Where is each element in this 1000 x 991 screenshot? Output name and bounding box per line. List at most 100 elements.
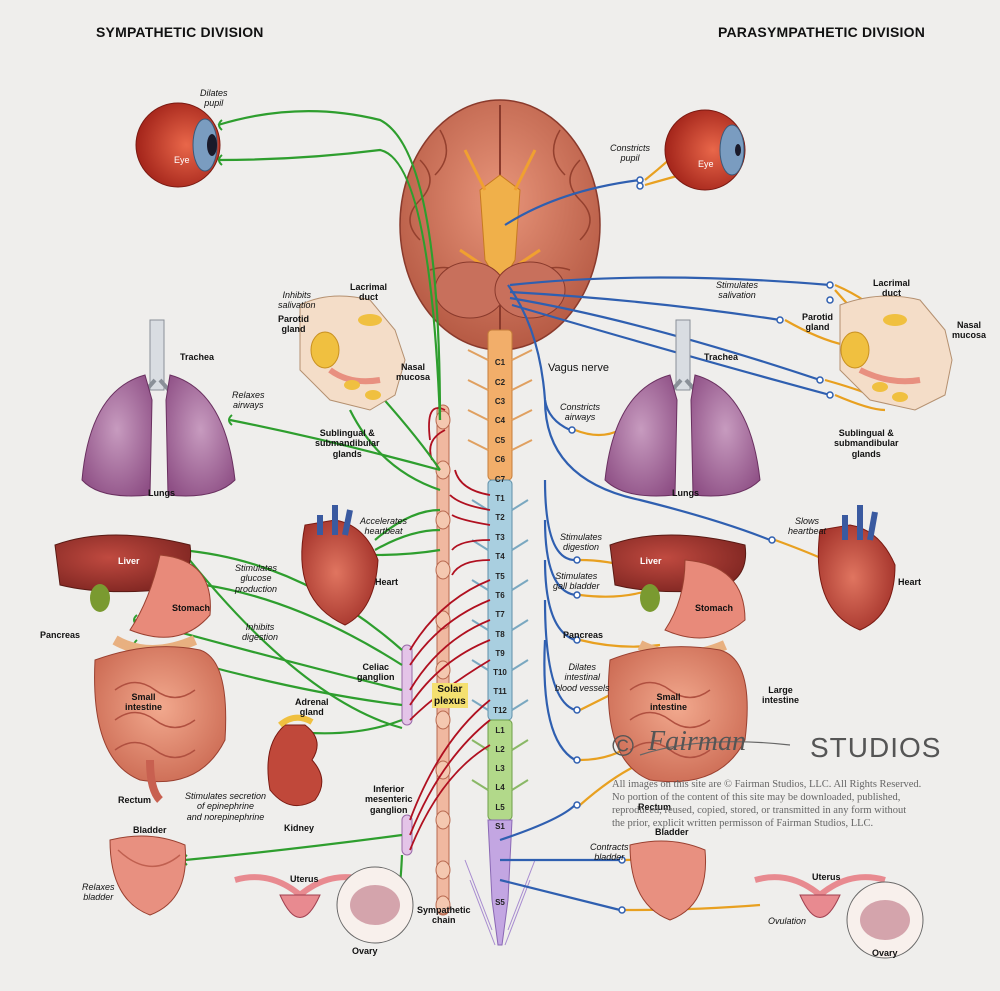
left-eye-illustration	[135, 102, 221, 188]
spine-segment-t4: T4	[495, 552, 505, 561]
sympathetic-nerves	[134, 110, 442, 906]
spine-segment-c6: C6	[494, 455, 506, 464]
label-left-bladder: Bladder	[133, 825, 167, 835]
right-lungs-illustration	[604, 319, 761, 497]
label-right-nasal: Nasal mucosa	[952, 320, 987, 341]
spine-segment-t10: T10	[493, 668, 507, 677]
right-uterus-illustration	[754, 874, 924, 959]
label-right-heart: Heart	[898, 577, 922, 587]
label-right-stomach: Stomach	[695, 603, 734, 613]
right-eye-illustration	[664, 109, 746, 191]
copyright-notice: All images on this site are © Fairman St…	[612, 779, 922, 830]
spine-segment-l2: L2	[495, 745, 505, 754]
spine-segment-c2: C2	[494, 378, 506, 387]
spine-segment-t9: T9	[495, 649, 505, 658]
spine-segment-s5: S5	[495, 898, 505, 907]
label-right-lungs: Lungs	[672, 488, 699, 498]
watermark-copyright-symbol: ©	[612, 730, 635, 763]
label-vagus-nerve: Vagus nerve	[548, 362, 609, 374]
label-constricts-airways: Constricts airways	[560, 402, 601, 423]
label-ovulation: Ovulation	[768, 916, 807, 926]
spine-segment-l3: L3	[495, 764, 505, 773]
label-right-eye: Eye	[698, 159, 714, 169]
sympathetic-chain	[401, 404, 451, 916]
spinal-cord	[464, 329, 536, 946]
spine-segment-t7: T7	[495, 610, 505, 619]
spine-segment-t11: T11	[493, 687, 507, 696]
label-left-trachea: Trachea	[180, 352, 215, 362]
label-inhibits-salivation: Inhibits salivation	[278, 290, 316, 311]
label-dilates-vessels: Dilates intestinal blood vessels	[555, 662, 610, 693]
sympathetic-title: SYMPATHETIC DIVISION	[96, 24, 264, 40]
label-contracts-bladder: Contracts bladder	[590, 842, 629, 863]
label-left-small-intestine: Small intestine	[125, 692, 163, 713]
right-head-illustration	[839, 295, 953, 411]
right-bladder-illustration	[629, 840, 707, 921]
parasympathetic-title: PARASYMPATHETIC DIVISION	[718, 24, 926, 40]
label-stimulates-gall: Stimulates gall bladder	[553, 571, 600, 592]
spine-segment-t3: T3	[495, 533, 505, 542]
watermark-swoosh	[639, 741, 791, 756]
label-right-small-intestine: Small intestine	[650, 692, 688, 713]
parasympathetic-ganglia	[568, 176, 834, 914]
label-left-uterus: Uterus	[290, 874, 319, 884]
label-left-lungs: Lungs	[148, 488, 175, 498]
label-right-ovary: Ovary	[872, 948, 898, 958]
label-left-lacrimal: Lacrimal duct	[350, 282, 388, 303]
left-kidney-illustration	[267, 714, 323, 807]
left-digestive-illustration	[54, 534, 227, 803]
label-left-ovary: Ovary	[352, 946, 378, 956]
label-relaxes-airways: Relaxes airways	[232, 390, 265, 411]
spine-segment-t12: T12	[493, 706, 507, 715]
right-heart-illustration	[817, 505, 896, 631]
brain-illustration	[399, 99, 601, 351]
spine-segment-s1: S1	[495, 822, 505, 831]
label-right-trachea: Trachea	[704, 352, 739, 362]
label-right-bladder: Bladder	[655, 827, 689, 837]
spine-segment-l4: L4	[495, 783, 505, 792]
label-left-parotid: Parotid gland	[278, 314, 310, 335]
label-constricts-pupil: Constricts pupil	[610, 143, 651, 164]
left-bladder-illustration	[109, 835, 187, 916]
right-digestive-illustration	[607, 534, 748, 783]
left-heart-illustration	[301, 505, 379, 626]
label-left-stomach: Stomach	[172, 603, 211, 613]
label-inferior-ganglion: Inferior mesenteric ganglion	[365, 784, 413, 815]
spine-segment-l1: L1	[495, 726, 505, 735]
spine-segment-c7: C7	[494, 475, 506, 484]
label-right-lacrimal: Lacrimal duct	[873, 278, 911, 299]
label-right-pancreas: Pancreas	[563, 630, 604, 640]
label-left-heart: Heart	[375, 577, 399, 587]
label-left-rectum: Rectum	[118, 795, 152, 805]
label-celiac-ganglion: Celiac ganglion	[357, 662, 395, 683]
label-stimulates-salivation: Stimulates salivation	[716, 280, 759, 301]
spine-segment-t2: T2	[495, 513, 505, 522]
label-left-sublingual: Sublingual & submandibular glands	[315, 428, 380, 459]
label-right-rectum: Rectum	[638, 802, 672, 812]
watermark-logo-script: Fairman	[648, 726, 746, 757]
label-stimulates-glucose: Stimulates glucose production	[235, 563, 278, 594]
label-right-liver: Liver	[640, 556, 662, 566]
spine-segment-c1: C1	[494, 358, 506, 367]
label-left-pancreas: Pancreas	[40, 630, 81, 640]
label-dilates-pupil: Dilates pupil	[200, 88, 228, 109]
spine-segment-c3: C3	[494, 397, 506, 406]
label-large-intestine: Large intestine	[762, 685, 800, 706]
label-stimulates-digestion: Stimulates digestion	[560, 532, 603, 553]
label-slows-heartbeat: Slows heartbeat	[788, 516, 827, 537]
spine-segment-l5: L5	[495, 803, 505, 812]
label-left-nasal: Nasal mucosa	[396, 362, 431, 383]
label-inhibits-digestion: Inhibits digestion	[242, 622, 279, 643]
label-accelerates-heartbeat: Accelerates heartbeat	[360, 516, 408, 537]
label-right-uterus: Uterus	[812, 872, 841, 882]
spine-segment-t6: T6	[495, 591, 505, 600]
left-head-illustration	[299, 295, 406, 411]
label-sympathetic-chain: Sympathetic chain	[417, 905, 471, 926]
spine-segment-t1: T1	[495, 494, 505, 503]
left-uterus-illustration	[234, 866, 414, 944]
label-left-liver: Liver	[118, 556, 140, 566]
label-kidney: Kidney	[284, 823, 315, 833]
watermark-studios: STUDIOS	[810, 732, 942, 763]
left-lungs-illustration	[81, 319, 236, 497]
